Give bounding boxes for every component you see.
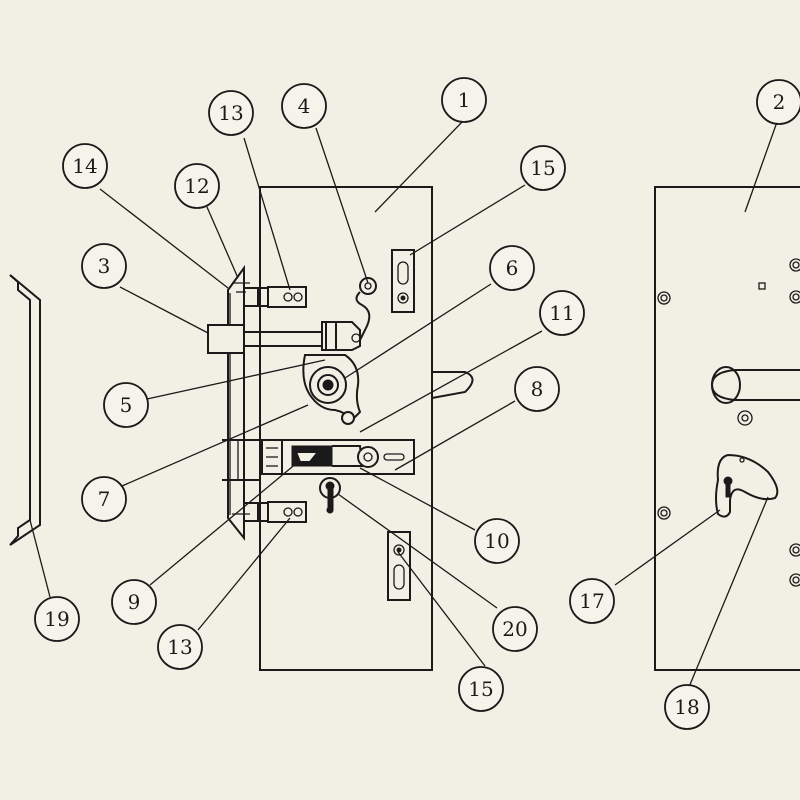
svg-text:14: 14 xyxy=(72,154,97,178)
lever-handle-stub xyxy=(431,371,474,399)
lock-plate xyxy=(259,186,433,671)
svg-text:15: 15 xyxy=(530,156,555,180)
svg-text:19: 19 xyxy=(44,607,69,631)
callout-15-top: 15 xyxy=(520,145,566,191)
top-screw-bracket xyxy=(232,282,307,308)
callout-13-bottom: 13 xyxy=(157,624,203,670)
latch-bolt xyxy=(207,324,322,354)
svg-text:6: 6 xyxy=(506,256,519,280)
svg-text:10: 10 xyxy=(484,529,509,553)
callout-5: 5 xyxy=(103,382,149,428)
svg-text:18: 18 xyxy=(674,695,699,719)
svg-text:4: 4 xyxy=(298,94,311,118)
svg-text:13: 13 xyxy=(218,101,243,125)
callout-15-bottom: 15 xyxy=(458,666,504,712)
callout-17: 17 xyxy=(569,578,615,624)
callout-20: 20 xyxy=(492,606,538,652)
svg-text:3: 3 xyxy=(98,254,111,278)
svg-text:13: 13 xyxy=(167,635,192,659)
svg-text:8: 8 xyxy=(531,377,544,401)
svg-text:1: 1 xyxy=(458,88,471,112)
callout-8: 8 xyxy=(514,366,560,412)
callout-18: 18 xyxy=(664,684,710,730)
callout-13-top: 13 xyxy=(208,90,254,136)
key-cylinder xyxy=(319,477,341,514)
svg-text:2: 2 xyxy=(773,90,786,114)
svg-text:12: 12 xyxy=(184,174,209,198)
callout-3: 3 xyxy=(81,243,127,289)
callout-10: 10 xyxy=(474,518,520,564)
svg-text:17: 17 xyxy=(579,589,604,613)
door-pull-handle xyxy=(9,274,41,546)
callout-4: 4 xyxy=(281,83,327,129)
callout-19: 19 xyxy=(34,596,80,642)
svg-text:20: 20 xyxy=(502,617,527,641)
keyhole-escutcheon xyxy=(715,453,779,518)
top-guide-slot xyxy=(391,249,415,313)
callout-14: 14 xyxy=(62,143,108,189)
bottom-guide-slot xyxy=(387,531,411,601)
svg-text:11: 11 xyxy=(549,301,574,325)
leader-lines xyxy=(29,120,778,688)
cover-plate xyxy=(654,186,800,671)
svg-text:9: 9 xyxy=(128,590,141,614)
callout-12: 12 xyxy=(174,163,220,209)
callout-2: 2 xyxy=(756,79,800,125)
svg-text:7: 7 xyxy=(98,487,111,511)
hub-follower xyxy=(302,321,362,425)
callout-1: 1 xyxy=(441,77,487,123)
callout-9: 9 xyxy=(111,579,157,625)
svg-text:5: 5 xyxy=(120,393,133,417)
callout-6: 6 xyxy=(489,245,535,291)
callout-7: 7 xyxy=(81,476,127,522)
callout-11: 11 xyxy=(539,290,585,336)
deadbolt xyxy=(261,439,415,475)
latch-spring xyxy=(355,277,377,341)
svg-text:15: 15 xyxy=(468,677,493,701)
